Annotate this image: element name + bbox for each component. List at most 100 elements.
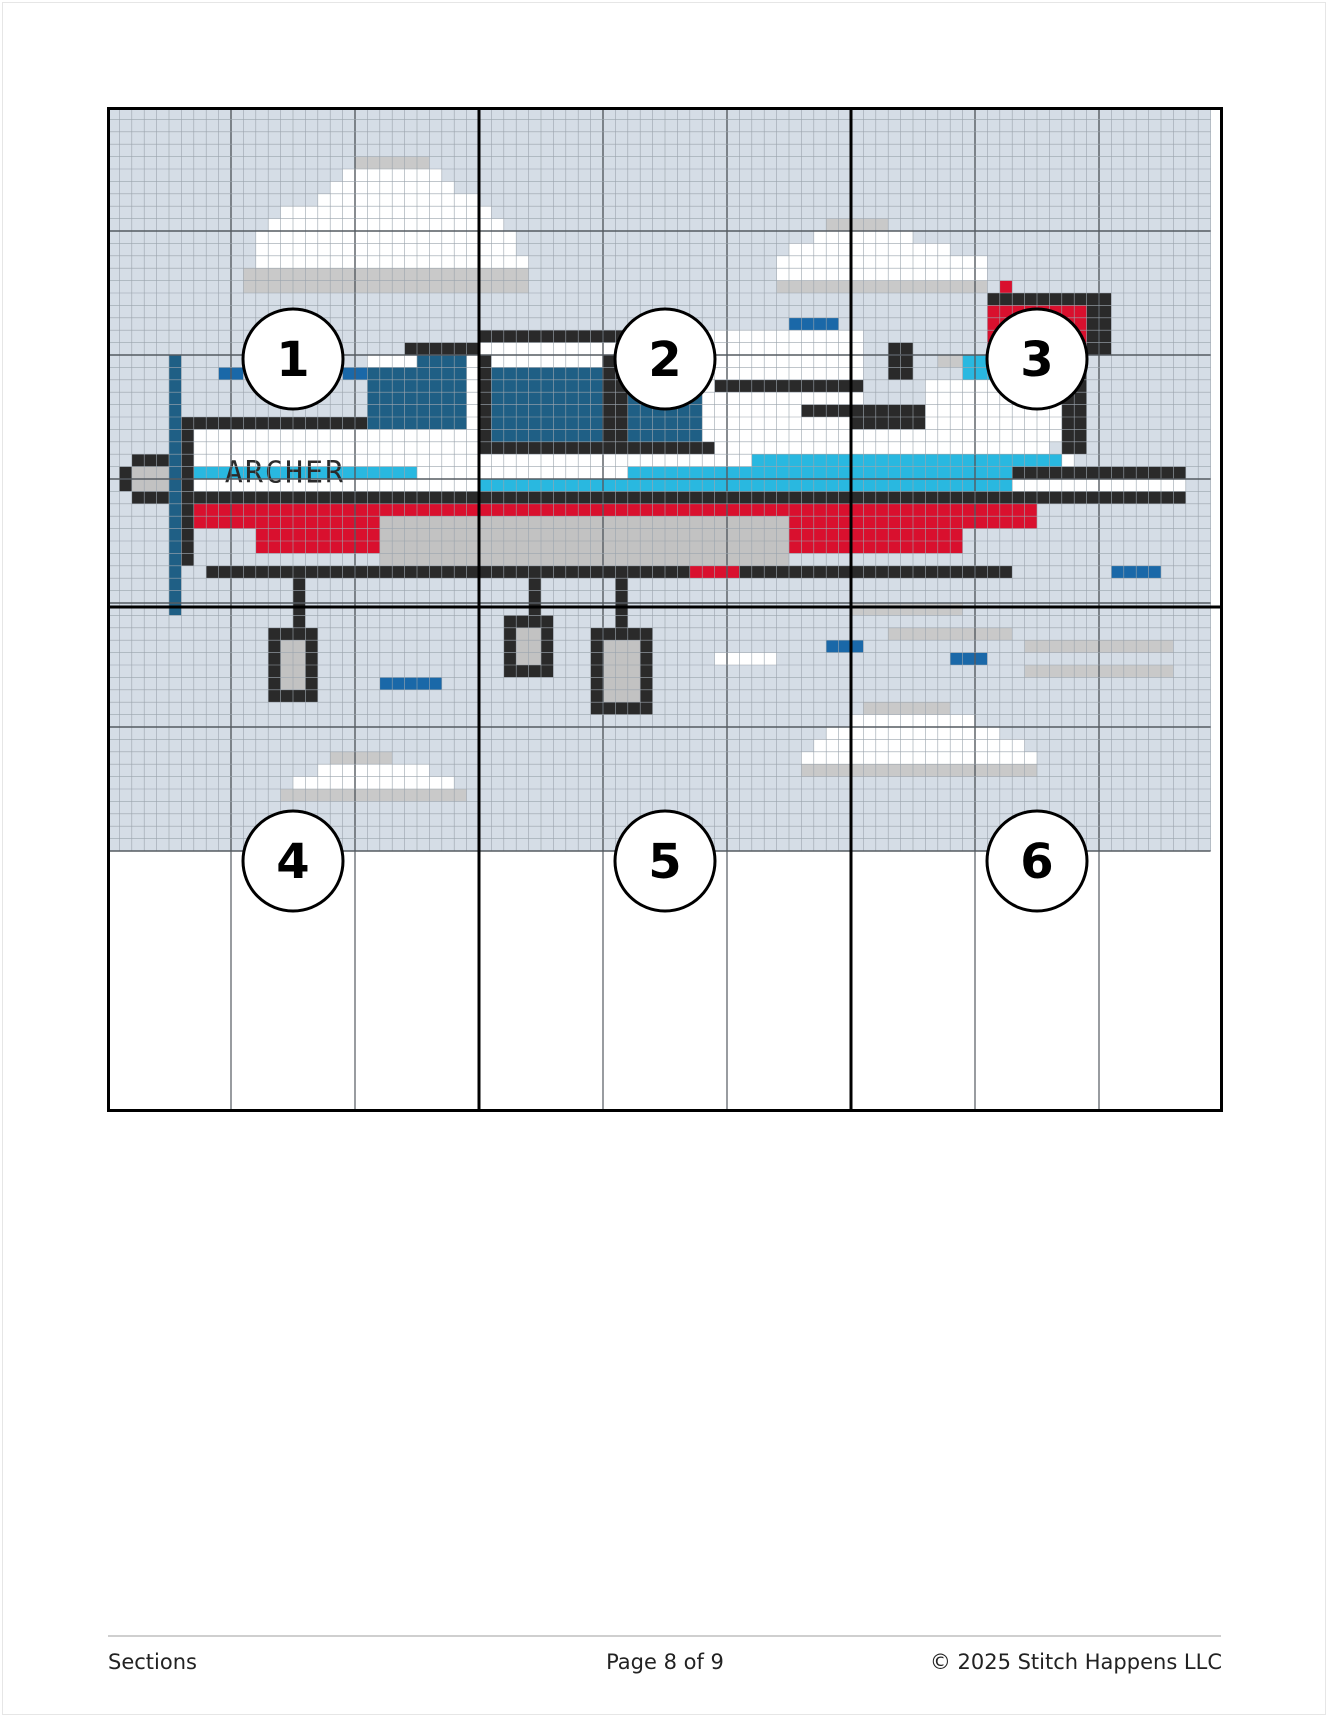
stitch-cell xyxy=(652,193,665,207)
stitch-cell xyxy=(429,516,442,529)
stitch-cell xyxy=(1161,714,1174,727)
stitch-cell xyxy=(255,131,269,145)
stitch-cell xyxy=(317,640,331,653)
stitch-cell xyxy=(156,727,169,740)
stitch-cell xyxy=(280,193,293,207)
stitch-cell xyxy=(578,528,591,541)
stitch-cell xyxy=(330,206,343,219)
stitch-cell xyxy=(1185,379,1199,393)
stitch-cell xyxy=(342,206,355,219)
stitch-cell xyxy=(838,330,851,343)
stitch-cell xyxy=(776,231,789,244)
stitch-cell xyxy=(1086,144,1099,157)
stitch-cell xyxy=(801,739,814,752)
stitch-cell xyxy=(491,392,504,405)
stitch-cell xyxy=(392,764,405,777)
stitch-cell xyxy=(1012,615,1025,628)
stitch-cell xyxy=(739,652,752,665)
stitch-cell xyxy=(181,119,194,132)
stitch-cell xyxy=(317,727,331,740)
stitch-cell xyxy=(491,243,504,256)
stitch-cell xyxy=(131,739,145,752)
stitch-cell xyxy=(243,293,256,306)
stitch-cell xyxy=(479,466,492,479)
stitch-cell xyxy=(231,417,244,430)
stitch-cell xyxy=(578,541,591,554)
stitch-cell xyxy=(789,429,802,442)
stitch-cell xyxy=(987,677,1000,690)
stitch-cell xyxy=(1061,615,1075,628)
stitch-cell xyxy=(206,156,219,169)
stitch-cell xyxy=(417,516,430,529)
stitch-cell xyxy=(218,169,231,182)
stitch-cell xyxy=(739,454,752,467)
stitch-cell xyxy=(553,417,566,430)
stitch-cell xyxy=(640,466,653,479)
stitch-cell xyxy=(268,243,281,256)
stitch-cell xyxy=(1012,640,1025,653)
stitch-cell xyxy=(119,689,132,703)
stitch-cell xyxy=(590,404,603,417)
stitch-cell xyxy=(1012,702,1025,715)
stitch-cell xyxy=(169,305,182,318)
stitch-cell xyxy=(231,689,244,703)
stitch-cell xyxy=(1074,702,1087,715)
stitch-cell xyxy=(962,107,975,120)
stitch-cell xyxy=(1099,714,1112,727)
stitch-cell xyxy=(181,355,194,368)
stitch-cell xyxy=(1049,503,1062,517)
stitch-cell xyxy=(193,119,207,132)
stitch-cell xyxy=(392,181,405,194)
stitch-cell xyxy=(937,156,951,169)
stitch-cell xyxy=(727,317,740,331)
stitch-cell xyxy=(863,516,876,529)
stitch-cell xyxy=(317,181,331,194)
stitch-cell xyxy=(727,565,740,579)
stitch-cell xyxy=(342,330,355,343)
stitch-cell xyxy=(156,169,169,182)
stitch-cell xyxy=(875,417,889,430)
stitch-cell xyxy=(169,665,182,678)
stitch-cell xyxy=(528,429,541,442)
stitch-cell xyxy=(1024,640,1037,653)
stitch-cell xyxy=(1185,491,1199,504)
stitch-cell xyxy=(1136,578,1149,591)
stitch-cell xyxy=(776,417,789,430)
stitch-cell xyxy=(1136,305,1149,318)
stitch-cell xyxy=(541,206,554,219)
stitch-cell xyxy=(379,590,393,603)
stitch-cell xyxy=(441,280,455,293)
stitch-cell xyxy=(541,603,554,616)
stitch-cell xyxy=(565,615,579,628)
stitch-cell xyxy=(330,503,343,517)
stitch-cell xyxy=(640,603,653,616)
stitch-cell xyxy=(441,578,455,591)
stitch-cell xyxy=(156,441,169,455)
stitch-cell xyxy=(1061,689,1075,703)
stitch-cell xyxy=(392,739,405,752)
stitch-cell xyxy=(454,454,467,467)
stitch-cell xyxy=(181,714,194,727)
stitch-cell xyxy=(503,603,517,616)
stitch-cell xyxy=(107,330,120,343)
stitch-cell xyxy=(590,714,603,727)
stitch-cell xyxy=(962,342,975,355)
stitch-cell xyxy=(627,714,641,727)
stitch-cell xyxy=(764,702,777,715)
stitch-cell xyxy=(491,293,504,306)
stitch-cell xyxy=(417,652,430,665)
stitch-cell xyxy=(913,578,926,591)
stitch-cell xyxy=(392,429,405,442)
stitch-cell xyxy=(627,491,641,504)
stitch-cell xyxy=(640,169,653,182)
stitch-cell xyxy=(1136,565,1149,579)
stitch-cell xyxy=(1099,404,1112,417)
stitch-cell xyxy=(751,516,765,529)
stitch-cell xyxy=(144,627,157,641)
stitch-cell xyxy=(950,565,963,579)
stitch-cell xyxy=(404,119,417,132)
stitch-cell xyxy=(1123,243,1137,256)
stitch-cell xyxy=(503,640,517,653)
stitch-cell xyxy=(119,665,132,678)
